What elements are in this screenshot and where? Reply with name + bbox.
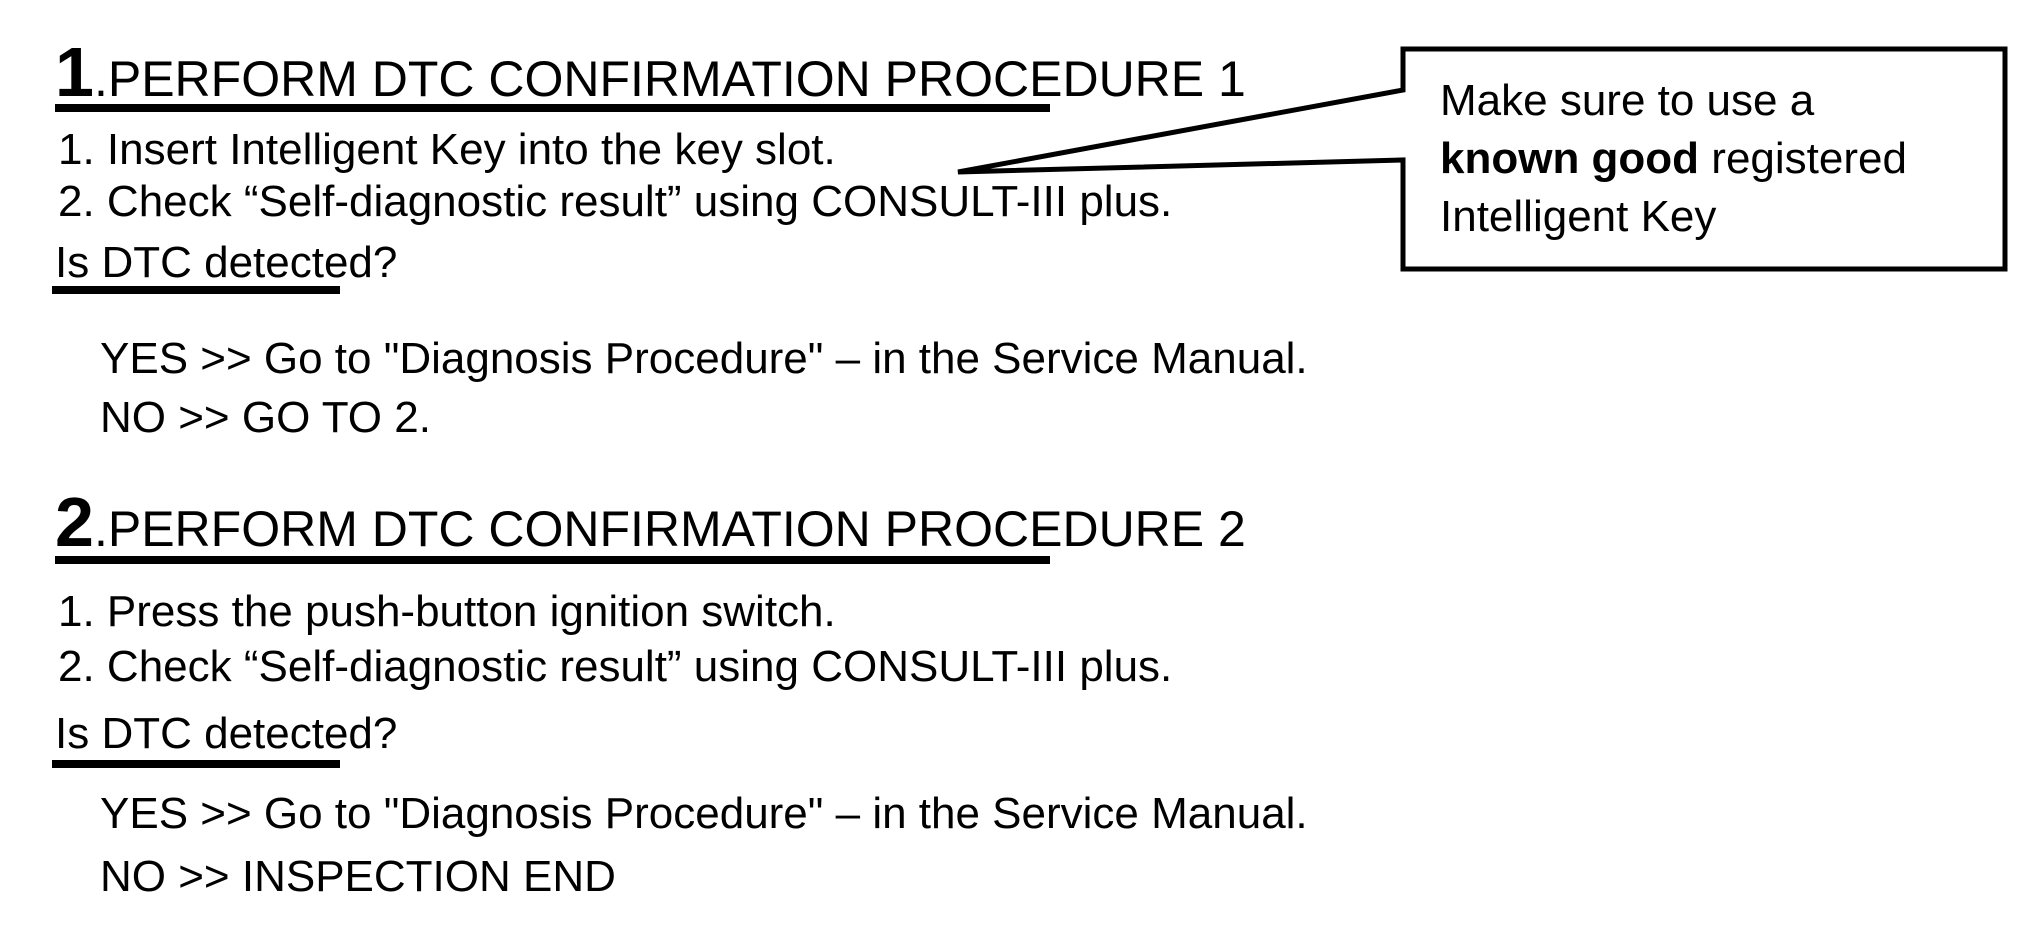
step-2-instruction-1: 1. Press the push-button ignition switch…: [58, 587, 836, 636]
step-1-answer-yes: YES >> Go to "Diagnosis Procedure" – in …: [100, 334, 1308, 383]
step-1-heading: 1.PERFORM DTC CONFIRMATION PROCEDURE 1: [55, 37, 1246, 107]
callout-note-line-3: Intelligent Key: [1440, 192, 1717, 241]
step-2-question-underline: [52, 760, 340, 768]
step-1-title: PERFORM DTC CONFIRMATION PROCEDURE 1: [107, 51, 1246, 107]
callout-note: Make sure to use a known good registered…: [1440, 72, 1907, 246]
step-1-answer-no: NO >> GO TO 2.: [100, 393, 431, 442]
step-1-dot: .: [93, 51, 108, 107]
step-1-heading-underline: [55, 104, 1050, 112]
step-2-answer-no: NO >> INSPECTION END: [100, 852, 616, 901]
step-1-question-underline: [52, 286, 340, 294]
callout-bubble-outline: [957, 46, 2008, 272]
step-2-heading-underline: [55, 556, 1050, 564]
step-2-instruction-2: 2. Check “Self-diagnostic result” using …: [58, 642, 1173, 691]
step-1-question: Is DTC detected?: [55, 238, 398, 287]
step-1-instruction-1: 1. Insert Intelligent Key into the key s…: [58, 125, 836, 174]
callout-note-line-1: Make sure to use a: [1440, 76, 1815, 125]
step-2-question: Is DTC detected?: [55, 709, 398, 758]
step-1-number: 1: [55, 33, 94, 111]
callout-note-bold-text: known good: [1440, 134, 1700, 183]
step-2-dot: .: [93, 501, 108, 557]
step-2-heading: 2.PERFORM DTC CONFIRMATION PROCEDURE 2: [55, 487, 1246, 557]
step-2-title: PERFORM DTC CONFIRMATION PROCEDURE 2: [107, 501, 1246, 557]
callout-note-line-2: known good registered: [1440, 130, 1907, 188]
step-2-answer-yes: YES >> Go to "Diagnosis Procedure" – in …: [100, 789, 1308, 838]
callout-note-line-2-rest: registered: [1699, 134, 1907, 183]
step-2-number: 2: [55, 483, 94, 561]
step-1-instruction-2: 2. Check “Self-diagnostic result” using …: [58, 177, 1173, 226]
